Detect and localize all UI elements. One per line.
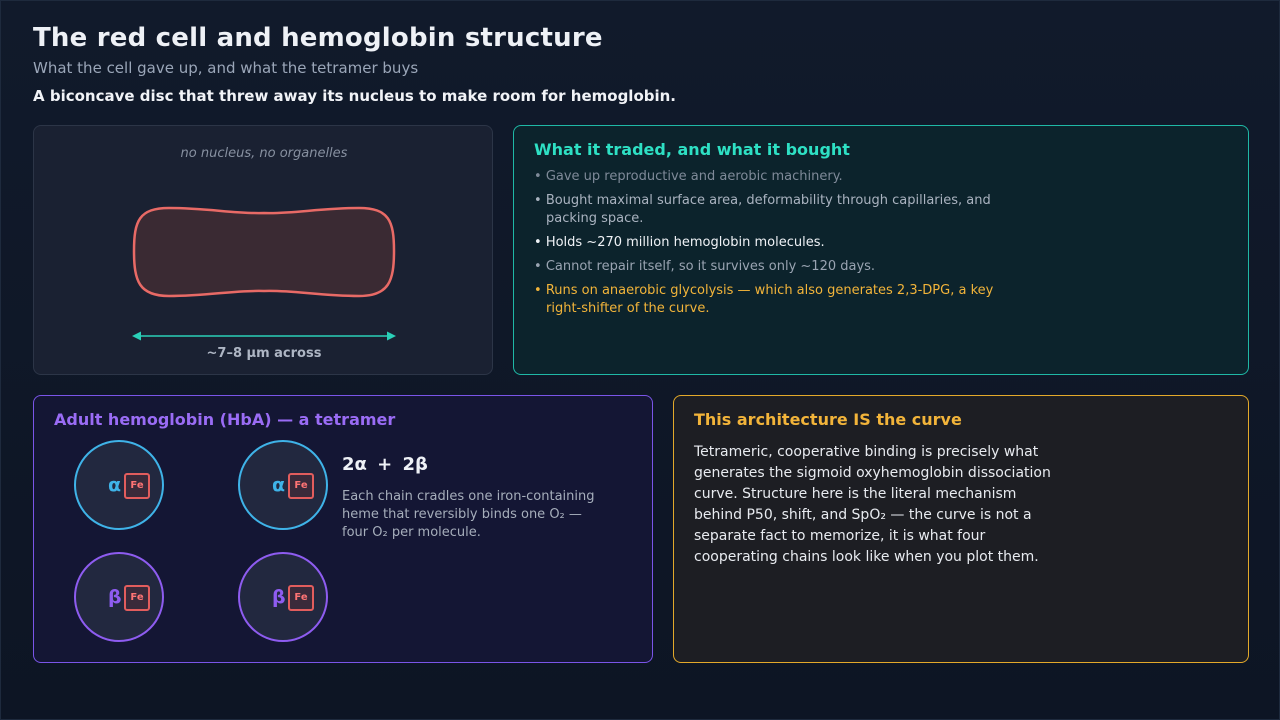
heme-iron-badge: Fe: [288, 585, 314, 611]
trade-bullet: Cannot repair itself, so it survives onl…: [534, 258, 1014, 276]
trade-bullet: Runs on anaerobic glycolysis — which als…: [534, 282, 1014, 318]
heme-iron-badge: Fe: [124, 585, 150, 611]
lead-sentence: A biconcave disc that threw away its nuc…: [33, 87, 677, 105]
width-arrow-right-head: [387, 331, 396, 341]
chain-label: α: [272, 474, 286, 496]
red-cell-panel: no nucleus, no organelles ~7–8 µm across: [33, 125, 493, 375]
trade-panel: What it traded, and what it bought Gave …: [513, 125, 1249, 375]
heme-iron-badge: Fe: [124, 473, 150, 499]
cell-note: no nucleus, no organelles: [180, 146, 348, 161]
heme-description: Each chain cradles one iron-containing h…: [342, 489, 595, 540]
trade-bullet: Holds ~270 million hemoglobin molecules.: [534, 234, 1014, 252]
cell-size-caption: ~7–8 µm across: [206, 346, 322, 361]
beta-chain-1: β Fe: [74, 552, 164, 642]
hemoglobin-panel: Adult hemoglobin (HbA) — a tetramer α Fe…: [33, 395, 653, 663]
width-arrow-left-head: [132, 331, 141, 341]
hemoglobin-heading: Adult hemoglobin (HbA) — a tetramer: [54, 410, 396, 429]
curve-heading: This architecture IS the curve: [694, 410, 962, 429]
chain-label: β: [108, 586, 122, 608]
curve-body-text: Tetrameric, cooperative binding is preci…: [694, 444, 1051, 565]
beta-chain-2: β Fe: [238, 552, 328, 642]
trade-bullet: Gave up reproductive and aerobic machine…: [534, 168, 1014, 186]
trade-bullet-list: Gave up reproductive and aerobic machine…: [534, 168, 1014, 324]
trade-bullet: Bought maximal surface area, deformabili…: [534, 192, 1014, 228]
trade-heading: What it traded, and what it bought: [534, 140, 850, 159]
red-cell-diagram: [132, 206, 396, 341]
curve-panel: This architecture IS the curve Tetrameri…: [673, 395, 1249, 663]
chain-label: α: [108, 474, 122, 496]
red-cell-shape: [132, 206, 396, 298]
alpha-chain-1: α Fe: [74, 440, 164, 530]
page-title: The red cell and hemoglobin structure: [33, 23, 603, 53]
alpha-chain-2: α Fe: [238, 440, 328, 530]
heme-iron-badge: Fe: [288, 473, 314, 499]
chain-label: β: [272, 586, 286, 608]
tetramer-formula: 2α + 2β: [342, 454, 428, 475]
page-subtitle: What the cell gave up, and what the tetr…: [33, 59, 419, 77]
